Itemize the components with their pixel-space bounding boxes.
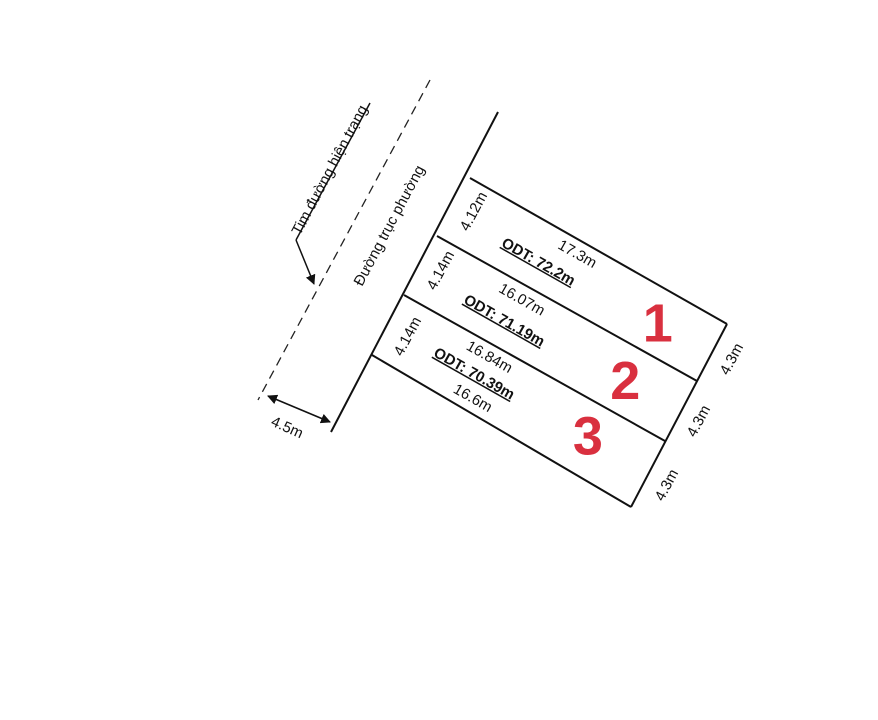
road-edge-line: [330, 111, 499, 433]
road-width-label: 4.5m: [268, 413, 305, 442]
road-centerline: [257, 79, 431, 401]
callout-underline: [295, 102, 371, 241]
plot-1-number: 1: [643, 293, 673, 353]
plot-1-rear-dim: 4.3m: [717, 340, 748, 377]
plot-3-front-dim: 4.14m: [391, 314, 426, 359]
plot-3-bottom-boundary: [371, 354, 632, 508]
plot-2-rear-dim: 4.3m: [684, 402, 715, 439]
plot-2-number: 2: [610, 351, 640, 411]
plot-labels: 17.3m ODT: 72.2m 1 16.07m ODT: 71.19m 2 …: [431, 235, 673, 467]
plot-1-top-boundary: [469, 177, 728, 325]
centerline-label: Tim đường hiện trạng: [289, 102, 372, 237]
road-name-label: Đường trục phường: [351, 163, 429, 289]
road-width-arrow: [267, 394, 331, 424]
plot-1-front-dim: 4.12m: [457, 189, 492, 234]
plot-1-2-divider: [436, 235, 698, 382]
plot-3-number: 3: [573, 407, 603, 467]
callout-leader-arrow: [295, 239, 316, 285]
plot-3-rear-dim: 4.3m: [652, 466, 683, 503]
plot-rear-boundary: [630, 323, 728, 508]
plot-2-front-dim: 4.14m: [424, 248, 459, 293]
plot-2-3-divider: [403, 294, 666, 442]
